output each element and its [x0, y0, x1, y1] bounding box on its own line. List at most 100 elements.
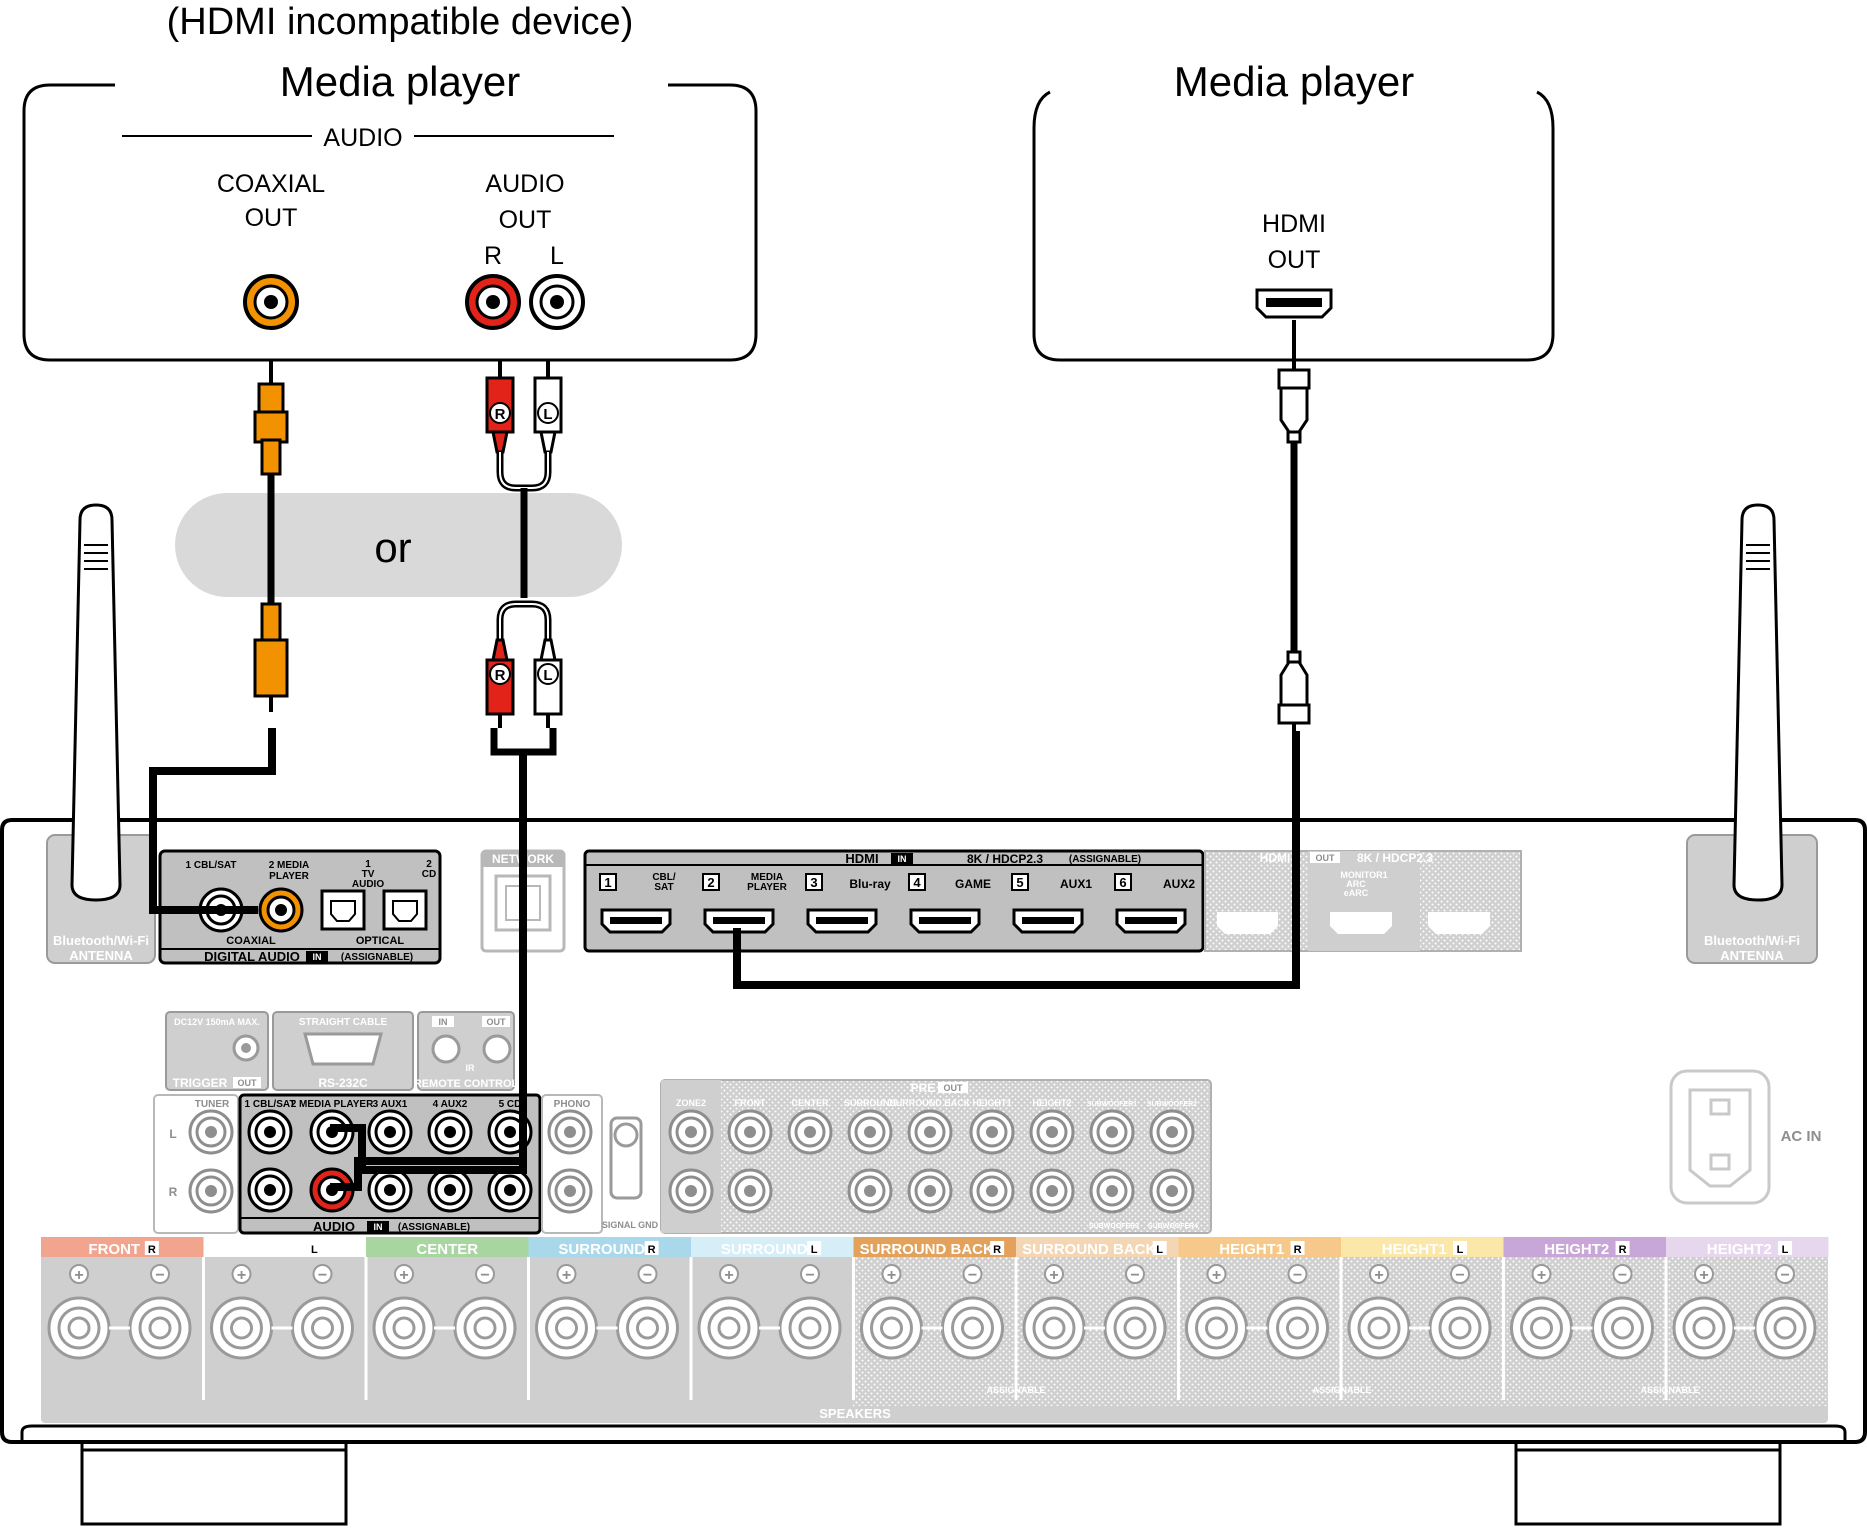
- speaker-terminal[interactable]: +: [535, 1264, 598, 1360]
- hdmi-out-port[interactable]: [1255, 288, 1333, 319]
- audio-out-r-label: R: [484, 242, 502, 270]
- rs232c-port[interactable]: STRAIGHT CABLE RS-232C: [272, 1011, 414, 1091]
- speaker-terminal[interactable]: −: [1428, 1264, 1492, 1360]
- hdmi-out-panel: HDMI OUT 8K / HDCP2.3 MONITOR1 ARC eARC: [1204, 850, 1522, 952]
- trigger-out[interactable]: DC12V 150mA MAX. TRIGGER OUT: [165, 1011, 269, 1091]
- digital-audio-in-panel: 1 CBL/SAT 2 MEDIA PLAYER 1 TV AUDIO 2 CD: [158, 849, 442, 965]
- speaker-polarity: −: [480, 1267, 489, 1284]
- speaker-terminal[interactable]: −: [291, 1264, 354, 1360]
- speaker-terminal[interactable]: +: [47, 1264, 111, 1360]
- speaker-terminal[interactable]: −: [1103, 1264, 1167, 1360]
- pre-out-jack[interactable]: [1089, 1109, 1135, 1155]
- pre-out-jack[interactable]: [668, 1109, 714, 1155]
- pre-out-col-label: CENTER: [791, 1098, 829, 1108]
- hdmi-out-monitor2-port[interactable]: [1428, 912, 1490, 934]
- pre-out-jack[interactable]: [847, 1168, 893, 1214]
- speaker-terminal[interactable]: −: [1591, 1264, 1654, 1360]
- pre-out-jack[interactable]: [969, 1109, 1015, 1155]
- pre-out-jack[interactable]: [1029, 1109, 1075, 1155]
- pre-out-jack[interactable]: [727, 1168, 773, 1214]
- audio-in-col-label: 1 CBL/SAT: [245, 1099, 296, 1110]
- antenna-left[interactable]: Bluetooth/Wi-Fi ANTENNA: [46, 503, 156, 964]
- audio-in-4-r-jack[interactable]: [427, 1167, 473, 1213]
- audio-in-4-l-jack[interactable]: [427, 1109, 473, 1155]
- hdmi-in-port-number: 1: [604, 875, 611, 890]
- pre-out-jack[interactable]: [1029, 1168, 1075, 1214]
- speaker-terminal[interactable]: −: [778, 1264, 842, 1360]
- monitor1-label-3: eARC: [1344, 888, 1369, 898]
- audio-in-5-r-jack[interactable]: [487, 1167, 533, 1213]
- trigger-out-badge: OUT: [238, 1078, 258, 1088]
- speaker-polarity: −: [968, 1267, 977, 1284]
- pre-out-jack[interactable]: [847, 1109, 893, 1155]
- pre-out-jack[interactable]: [668, 1168, 714, 1214]
- signal-gnd-terminal[interactable]: SIGNAL GND: [602, 1116, 659, 1230]
- antenna-right[interactable]: Bluetooth/Wi-Fi ANTENNA: [1686, 503, 1818, 964]
- pre-out-jack[interactable]: [907, 1109, 953, 1155]
- coaxial-cable: [149, 360, 289, 914]
- speaker-terminal[interactable]: +: [372, 1264, 436, 1360]
- speaker-terminal[interactable]: +: [1185, 1264, 1248, 1360]
- speaker-channel-header: [366, 1237, 529, 1257]
- optical-in-1-port[interactable]: [320, 889, 366, 931]
- audio-out-label-2: OUT: [499, 206, 552, 234]
- coaxial-out-jack[interactable]: [243, 274, 299, 330]
- speaker-polarity: −: [318, 1267, 327, 1284]
- pre-out-jack[interactable]: [727, 1109, 773, 1155]
- audio-out-l-jack[interactable]: [529, 274, 585, 330]
- speaker-terminal[interactable]: +: [1672, 1264, 1736, 1360]
- hdmi-out-zone-port[interactable]: [1217, 912, 1278, 934]
- speaker-terminal[interactable]: +: [1347, 1264, 1411, 1360]
- speaker-terminal[interactable]: −: [453, 1264, 517, 1360]
- hdmi-out-monitor1-port[interactable]: [1330, 912, 1392, 934]
- pre-out-jack[interactable]: [787, 1109, 833, 1155]
- audio-out-r-jack[interactable]: [465, 274, 521, 330]
- speaker-terminal[interactable]: +: [697, 1264, 761, 1360]
- svg-text:R: R: [495, 406, 506, 423]
- pre-out-jack[interactable]: [969, 1168, 1015, 1214]
- audio-in-1-l-jack[interactable]: [247, 1109, 293, 1155]
- remote-control-ports[interactable]: IN OUT IR REMOTE CONTROL: [414, 1011, 519, 1091]
- speakers-assignable-2: ASSIGNABLE: [1312, 1385, 1371, 1395]
- speaker-terminal[interactable]: −: [941, 1264, 1004, 1360]
- phono-in[interactable]: PHONO: [541, 1094, 603, 1234]
- speaker-channel-side: L: [1457, 1244, 1464, 1256]
- optical-in-2-port[interactable]: [382, 889, 428, 931]
- subwoofer4-label: SUBWOOFER4: [1148, 1223, 1198, 1230]
- pre-out-jack[interactable]: [907, 1168, 953, 1214]
- speaker-polarity: +: [399, 1267, 408, 1284]
- pre-out-jack[interactable]: [1149, 1168, 1195, 1214]
- speaker-terminal[interactable]: +: [860, 1264, 923, 1360]
- audio-in-3-r-jack[interactable]: [367, 1167, 413, 1213]
- optical1-label-2: TV: [362, 869, 375, 880]
- speaker-terminal[interactable]: +: [210, 1264, 273, 1360]
- speaker-terminal[interactable]: −: [128, 1264, 192, 1360]
- speaker-channel-label: HEIGHT2: [1544, 1241, 1609, 1258]
- ac-in-socket[interactable]: AC IN: [1669, 1069, 1821, 1205]
- audio-in-1-r-jack[interactable]: [247, 1167, 293, 1213]
- hdmi-in-port-number: 2: [707, 875, 714, 890]
- pre-out-col-label: SUBWOOFER1: [1087, 1101, 1137, 1108]
- speaker-channel-side: L: [1782, 1244, 1789, 1256]
- speaker-terminal[interactable]: −: [616, 1264, 679, 1360]
- speaker-terminal[interactable]: −: [1753, 1264, 1817, 1360]
- speaker-channel-side: L: [1156, 1244, 1163, 1256]
- pre-out-jack[interactable]: [1089, 1168, 1135, 1214]
- audio-in-3-l-jack[interactable]: [367, 1109, 413, 1155]
- tuner-in[interactable]: TUNER L R: [153, 1094, 239, 1234]
- hdmi-out-label-1: HDMI: [1262, 210, 1326, 238]
- pre-out-jack[interactable]: [1149, 1109, 1195, 1155]
- coaxial-in-2-jack[interactable]: [258, 887, 304, 933]
- speaker-terminal[interactable]: +: [1022, 1264, 1086, 1360]
- speaker-channel-side: L: [811, 1244, 818, 1256]
- speaker-terminal[interactable]: −: [1266, 1264, 1329, 1360]
- svg-text:R: R: [495, 667, 506, 684]
- speaker-terminal[interactable]: +: [1510, 1264, 1573, 1360]
- hdmi-out-spec: 8K / HDCP2.3: [1357, 851, 1433, 865]
